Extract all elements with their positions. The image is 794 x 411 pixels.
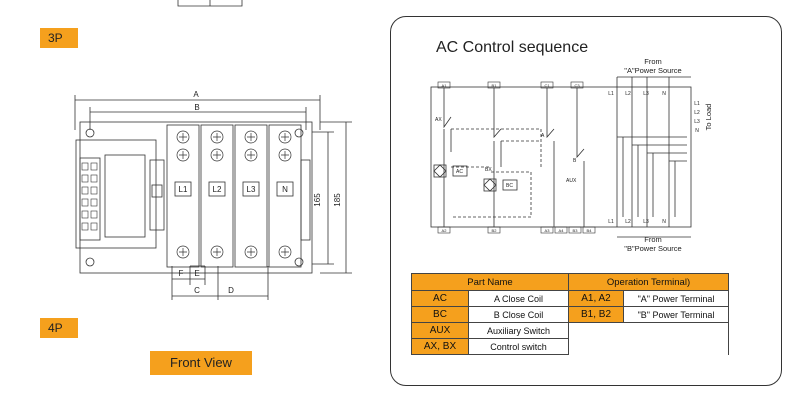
parts-table: Part Name Operation Terminal) AC A Close… (411, 273, 729, 355)
dim-185: 185 (333, 193, 342, 207)
dim-f: F (179, 269, 184, 278)
label-bc: BC (506, 183, 513, 189)
top-l1: L1 (608, 91, 614, 97)
from-b-line1: From (644, 235, 662, 244)
bot-l3: L3 (643, 219, 649, 225)
dim-d: D (228, 286, 234, 295)
front-view-label: Front View (150, 351, 252, 375)
from-a-line1: From (644, 57, 662, 66)
label-ac: AC (456, 169, 463, 175)
top-l3: L3 (643, 91, 649, 97)
control-schematic: A1 B1 C1 C3 A2 B2 A3 A4 B3 B4 AX BX AC B… (430, 57, 713, 253)
panel-title: AC Control sequence (436, 39, 589, 56)
label-a: A (541, 133, 545, 139)
table-row: AUX Auxiliary Switch (411, 322, 729, 355)
table-row: BC B Close Coil B1, B2 "B" Power Termina… (411, 306, 729, 323)
pole-label-n: N (282, 185, 288, 194)
tag-3p: 3P (40, 28, 78, 48)
bot-n: N (662, 219, 666, 225)
from-a-line2: "A"Power Source (624, 66, 681, 75)
term-b1: B1 (492, 83, 498, 88)
term-a2: A2 (442, 228, 448, 233)
term-b2: B2 (492, 228, 498, 233)
term-b4: B4 (587, 228, 593, 233)
term-c1: C1 (544, 83, 550, 88)
label-aux: AUX (566, 178, 577, 184)
load-n: N (695, 128, 699, 134)
bot-l2: L2 (625, 219, 631, 225)
load-l3: L3 (694, 119, 700, 125)
header-operation-terminal: Operation Terminal) (568, 273, 729, 291)
ac-control-sequence-panel: AC Control sequence A1 B1 C1 C3 A2 B2 A3… (390, 16, 782, 386)
term-c3: C3 (574, 83, 580, 88)
term-b3: B3 (573, 228, 579, 233)
load-l1: L1 (694, 101, 700, 107)
pole-label-l3: L3 (247, 185, 256, 194)
to-load-label: To Load (704, 104, 713, 131)
top-n: N (662, 91, 666, 97)
header-part-name: Part Name (411, 273, 569, 291)
table-row: AC A Close Coil A1, A2 "A" Power Termina… (411, 290, 729, 307)
dim-a: A (193, 90, 199, 99)
dim-b: B (194, 103, 199, 112)
term-a4: A4 (559, 228, 565, 233)
dim-c: C (194, 286, 200, 295)
load-l2: L2 (694, 110, 700, 116)
dim-165: 165 (313, 193, 322, 207)
table-row: AX, BX Control switch (411, 338, 729, 355)
pole-label-l2: L2 (213, 185, 222, 194)
top-l2: L2 (625, 91, 631, 97)
tag-4p: 4P (40, 318, 78, 338)
bot-l1: L1 (608, 219, 614, 225)
front-view-drawing: A B L1 L2 L3 (74, 0, 352, 300)
from-b-line2: "B"Power Source (624, 244, 681, 253)
label-bx: BX (485, 167, 492, 173)
label-b: B (573, 158, 577, 164)
term-a3: A3 (545, 228, 551, 233)
dim-e: E (194, 269, 199, 278)
term-a1: A1 (442, 83, 448, 88)
pole-label-l1: L1 (179, 185, 188, 194)
label-ax: AX (435, 117, 442, 123)
